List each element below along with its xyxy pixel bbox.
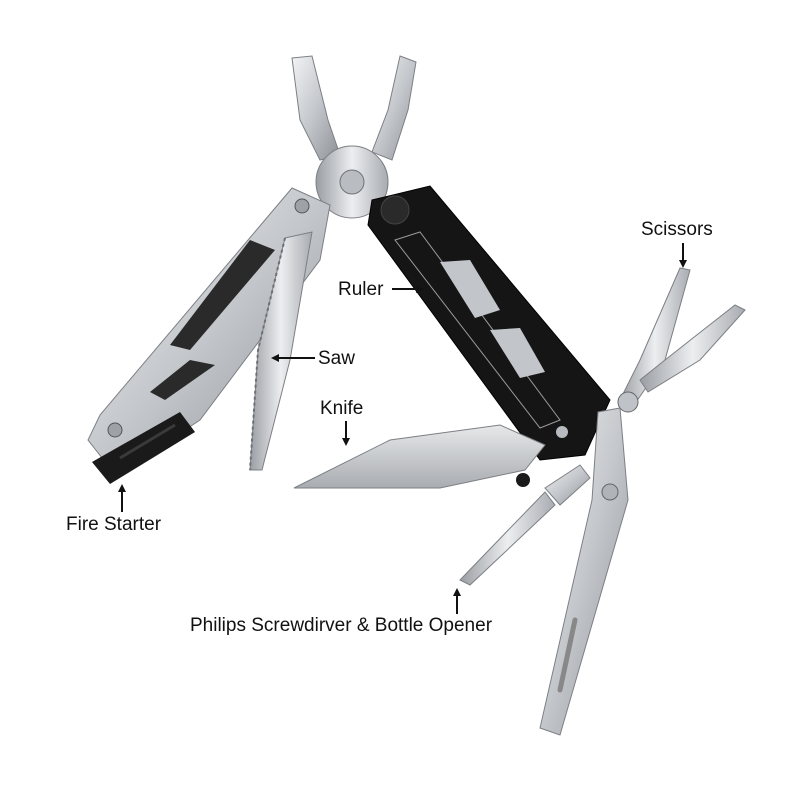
ruler-handle [367,185,611,461]
pliers [291,55,417,219]
fire-starter-rod [92,412,195,484]
knife-blade [293,424,546,489]
callout-arrows [118,243,687,614]
fire-starter-label: Fire Starter [66,514,162,535]
knife-label: Knife [320,398,364,419]
saw-blade [249,231,313,471]
right-long-handle [539,407,629,736]
screwdriver-label: Philips Screwdirver & Bottle Opener [190,615,493,636]
screwdriver-bottle-opener [459,464,591,586]
left-handle [87,187,331,469]
ruler-label: Ruler [338,279,384,300]
scissors [617,267,746,413]
saw-label: Saw [318,348,355,369]
scissors-label: Scissors [641,219,713,240]
